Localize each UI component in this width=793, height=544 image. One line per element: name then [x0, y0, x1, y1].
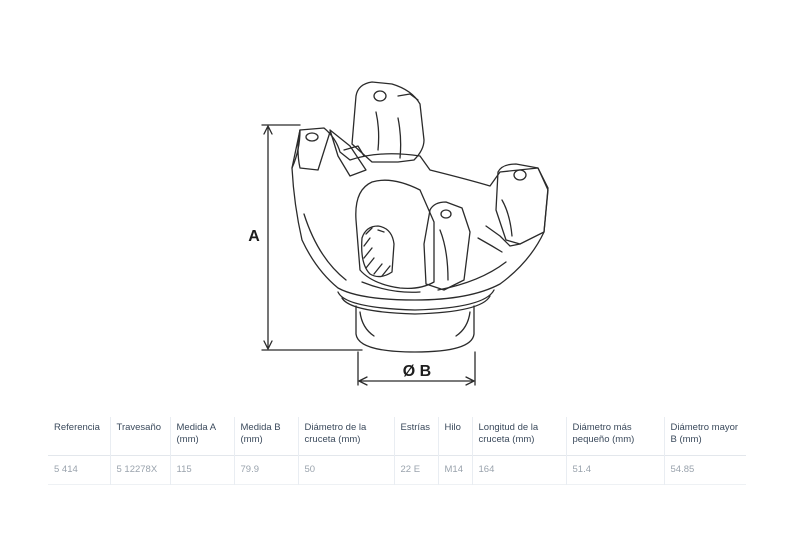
yoke-spline-bore — [355, 179, 435, 290]
table-row: 5 414 5 12278X 115 79.9 50 22 E M14 164 … — [48, 455, 746, 484]
header-travesano: Travesaño — [110, 417, 171, 455]
yoke-front-ear-left — [423, 201, 471, 291]
cell-hilo: M14 — [438, 455, 473, 484]
cell-diametro-mayor: 54.85 — [670, 463, 695, 475]
cell-travesano: 5 12278X — [110, 455, 171, 484]
cell-longitud-cruceta: 164 — [472, 455, 567, 484]
yoke-rear-ear-right — [351, 81, 425, 163]
yoke-rear-ear-left — [297, 129, 367, 177]
header-diametro-mayor: Diámetro mayor B (mm) — [670, 422, 739, 445]
cell-diametro-cruceta: 50 — [298, 455, 395, 484]
cell-referencia: 5 414 — [48, 455, 111, 484]
cell-diametro-pequeno: 51.4 — [566, 455, 665, 484]
header-diametro-pequeno: Diámetro más pequeño (mm) — [566, 417, 665, 455]
header-medida-a: Medida A (mm) — [170, 417, 235, 455]
table-header-row: Referencia Travesaño Medida A (mm) Medid… — [48, 417, 746, 455]
dimension-b-label: Ø B — [403, 363, 431, 380]
dimension-a-label: A — [248, 228, 260, 245]
yoke-front-ear-right — [477, 163, 549, 253]
yoke-neck — [337, 289, 495, 353]
header-estrias: Estrías — [394, 417, 439, 455]
cell-medida-a: 115 — [170, 455, 235, 484]
header-hilo: Hilo — [438, 417, 473, 455]
dimension-b-line — [357, 351, 476, 386]
dimension-a-line — [261, 124, 363, 351]
cell-medida-b: 79.9 — [234, 455, 299, 484]
cell-estrias: 22 E — [394, 455, 439, 484]
header-referencia: Referencia — [48, 417, 111, 455]
yoke-technical-drawing: A Ø B — [248, 81, 549, 386]
header-diametro-cruceta: Diámetro de la cruceta (mm) — [298, 417, 395, 455]
specifications-table: Referencia Travesaño Medida A (mm) Medid… — [48, 417, 746, 485]
header-medida-b: Medida B (mm) — [234, 417, 299, 455]
header-longitud-cruceta: Longitud de la cruceta (mm) — [472, 417, 567, 455]
